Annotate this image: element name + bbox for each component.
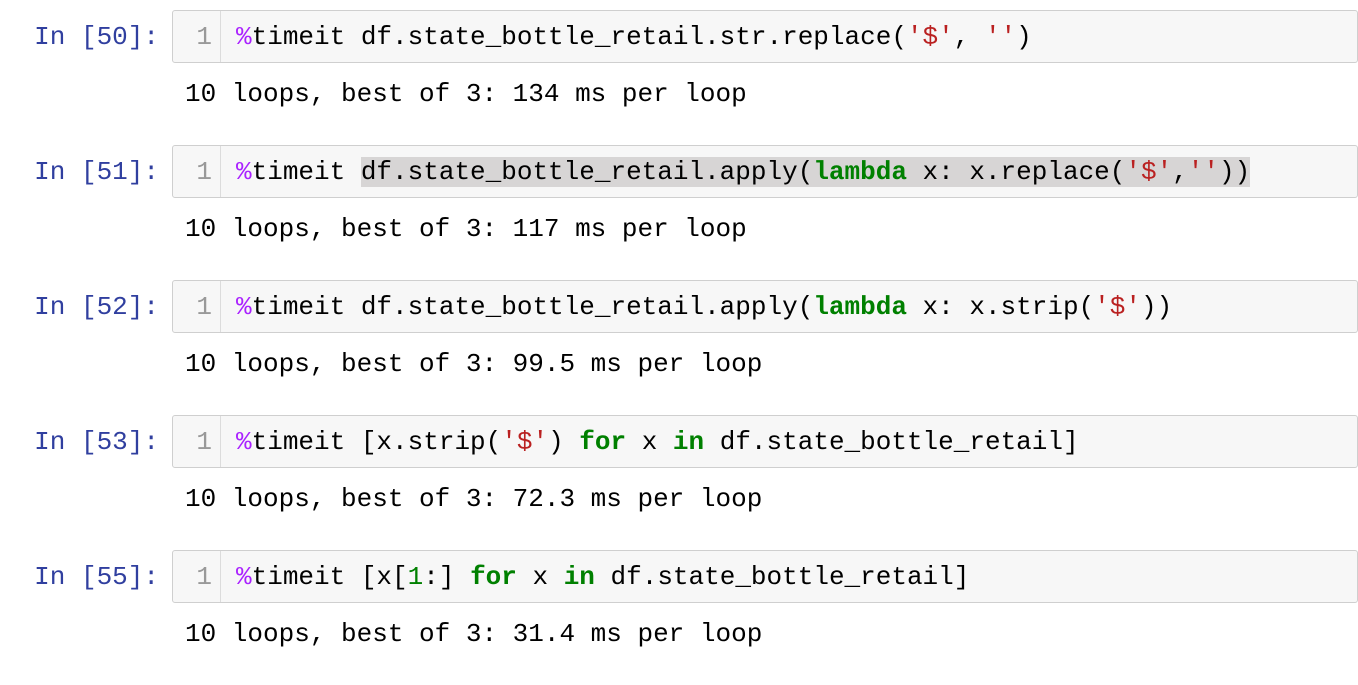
code-token-kw: for [470, 562, 517, 592]
cell-input-area: In [55]: 1 %timeit [x[1:] for x in df.st… [0, 550, 1358, 603]
input-prompt: In [53]: [34, 427, 159, 457]
code-token-kw: lambda [813, 292, 907, 322]
code-editor[interactable]: 1 %timeit [x.strip('$') for x in df.stat… [172, 415, 1358, 468]
code-line[interactable]: %timeit [x.strip('$') for x in df.state_… [221, 416, 1357, 467]
code-token-num: 1 [407, 562, 424, 592]
code-editor[interactable]: 1 %timeit df.state_bottle_retail.str.rep… [172, 10, 1358, 63]
code-token-str: '$' [906, 22, 954, 52]
code-token-plain: , [1172, 157, 1188, 187]
code-token-str: '$' [501, 427, 549, 457]
code-token-magic: % [236, 562, 252, 592]
output-text: 10 loops, best of 3: 99.5 ms per loop [185, 349, 763, 379]
input-prompt: In [52]: [34, 292, 159, 322]
code-token-plain: timeit [x[ [251, 562, 408, 592]
code-token-plain: timeit df.state_bottle_retail.apply( [251, 292, 814, 322]
code-token-plain: , [953, 22, 985, 52]
code-editor[interactable]: 1 %timeit [x[1:] for x in df.state_bottl… [172, 550, 1358, 603]
code-cell: In [55]: 1 %timeit [x[1:] for x in df.st… [0, 550, 1358, 651]
code-token-plain: df.state_bottle_retail.apply( [360, 157, 814, 187]
input-prompt: In [55]: [34, 562, 159, 592]
output-prompt-spacer [0, 348, 172, 381]
output-prompt-spacer [0, 483, 172, 516]
code-token-magic: % [236, 427, 252, 457]
line-number: 1 [173, 551, 221, 602]
code-token-plain: timeit df.state_bottle_retail.str.replac… [251, 22, 907, 52]
input-prompt: In [50]: [34, 22, 159, 52]
cell-input-area: In [51]: 1 %timeit df.state_bottle_retai… [0, 145, 1358, 198]
code-token-magic: % [236, 157, 252, 187]
line-number: 1 [173, 281, 221, 332]
code-editor[interactable]: 1 %timeit df.state_bottle_retail.apply(l… [172, 145, 1358, 198]
code-token-plain: :] [423, 562, 471, 592]
code-token-plain: )) [1140, 292, 1173, 322]
code-editor[interactable]: 1 %timeit df.state_bottle_retail.apply(l… [172, 280, 1358, 333]
cell-input-area: In [53]: 1 %timeit [x.strip('$') for x i… [0, 415, 1358, 468]
code-token-plain: timeit [251, 157, 361, 187]
code-line[interactable]: %timeit df.state_bottle_retail.apply(lam… [221, 146, 1357, 197]
cell-output-area: 10 loops, best of 3: 117 ms per loop [0, 198, 1358, 246]
code-token-plain: )) [1219, 157, 1251, 187]
cell-output-area: 10 loops, best of 3: 99.5 ms per loop [0, 333, 1358, 381]
code-token-plain: ) [548, 427, 580, 457]
code-token-kw: for [579, 427, 627, 457]
code-token-plain: df.state_bottle_retail] [594, 562, 970, 592]
code-token-kw: in [563, 562, 595, 592]
cell-input-area: In [50]: 1 %timeit df.state_bottle_retai… [0, 10, 1358, 63]
code-token-plain: timeit [x.strip( [251, 427, 502, 457]
code-line[interactable]: %timeit df.state_bottle_retail.apply(lam… [221, 281, 1357, 332]
code-token-str: '$' [1125, 157, 1173, 187]
output-text: 10 loops, best of 3: 134 ms per loop [185, 79, 747, 109]
code-cell: In [53]: 1 %timeit [x.strip('$') for x i… [0, 415, 1358, 516]
output-prompt-spacer [0, 78, 172, 111]
code-token-plain: x [626, 427, 673, 457]
code-cell: In [52]: 1 %timeit df.state_bottle_retai… [0, 280, 1358, 381]
cell-output-area: 10 loops, best of 3: 134 ms per loop [0, 63, 1358, 111]
code-line[interactable]: %timeit [x[1:] for x in df.state_bottle_… [221, 551, 1357, 602]
output-prompt-spacer [0, 213, 172, 246]
output-text: 10 loops, best of 3: 31.4 ms per loop [185, 619, 763, 649]
output-text: 10 loops, best of 3: 72.3 ms per loop [185, 484, 763, 514]
code-token-plain: df.state_bottle_retail] [704, 427, 1079, 457]
code-token-plain: x: x.replace( [906, 157, 1126, 187]
code-token-str: '' [1187, 157, 1220, 187]
code-token-kw: in [672, 427, 705, 457]
code-token-magic: % [236, 22, 252, 52]
code-token-plain: ) [1016, 22, 1032, 52]
input-prompt: In [51]: [34, 157, 159, 187]
code-cell: In [51]: 1 %timeit df.state_bottle_retai… [0, 145, 1358, 246]
code-cell: In [50]: 1 %timeit df.state_bottle_retai… [0, 10, 1358, 111]
output-prompt-spacer [0, 618, 172, 651]
output-text: 10 loops, best of 3: 117 ms per loop [185, 214, 747, 244]
code-token-magic: % [236, 292, 252, 322]
code-token-str: '' [984, 22, 1017, 52]
line-number: 1 [173, 146, 221, 197]
cell-input-area: In [52]: 1 %timeit df.state_bottle_retai… [0, 280, 1358, 333]
code-token-plain: x [516, 562, 564, 592]
code-token-str: '$' [1094, 292, 1141, 322]
cell-output-area: 10 loops, best of 3: 31.4 ms per loop [0, 603, 1358, 651]
line-number: 1 [173, 11, 221, 62]
cell-output-area: 10 loops, best of 3: 72.3 ms per loop [0, 468, 1358, 516]
code-token-kw: lambda [813, 157, 907, 187]
code-token-plain: x: x.strip( [906, 292, 1095, 322]
code-line[interactable]: %timeit df.state_bottle_retail.str.repla… [221, 11, 1357, 62]
line-number: 1 [173, 416, 221, 467]
